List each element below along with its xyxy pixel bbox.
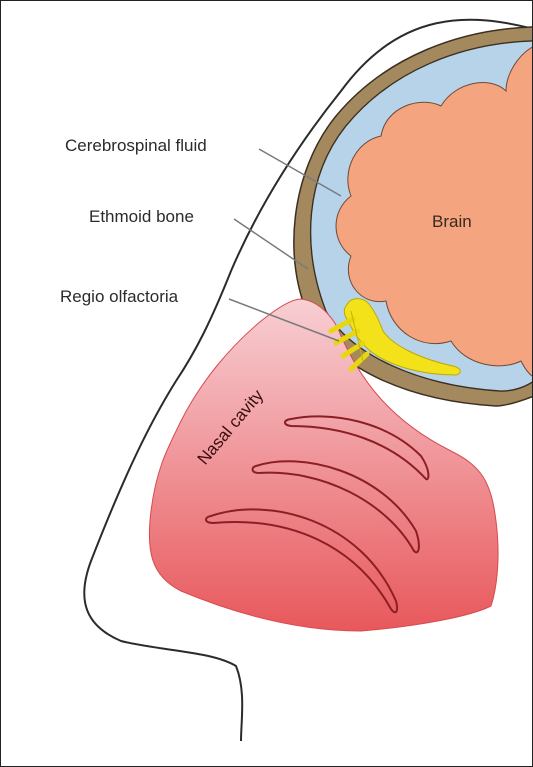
- brain-label: Brain: [432, 212, 472, 232]
- regio-olfactoria-label: Regio olfactoria: [60, 287, 178, 307]
- csf-label: Cerebrospinal fluid: [65, 136, 207, 156]
- ethmoid-label: Ethmoid bone: [89, 207, 194, 227]
